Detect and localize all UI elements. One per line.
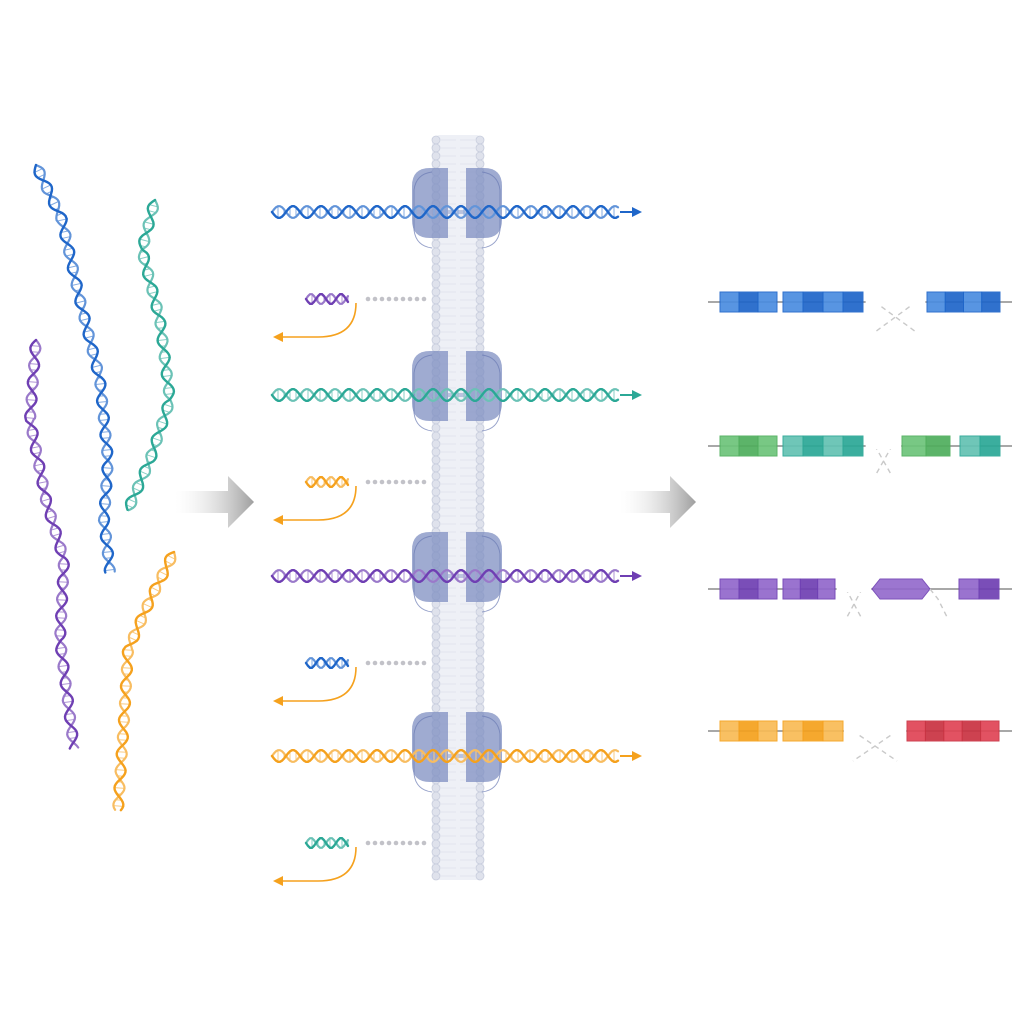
released-fragment-4 <box>273 837 427 886</box>
lane-strand-blue <box>270 205 620 219</box>
segment-block <box>944 291 964 313</box>
input-strands-panel <box>24 163 177 812</box>
flow-arrow-to-membrane <box>175 476 254 528</box>
nanopore-2 <box>412 351 502 432</box>
segment-block <box>738 291 759 313</box>
segment-block <box>782 291 804 313</box>
fragment-blue <box>304 657 350 669</box>
segment-block <box>959 435 981 457</box>
segment-row-2 <box>708 435 1012 477</box>
segment-block <box>817 578 836 600</box>
segment-block <box>924 720 945 742</box>
segment-block <box>802 435 824 457</box>
segment-block <box>738 578 759 600</box>
lane-strand-purple <box>270 569 620 583</box>
segment-block <box>738 435 759 457</box>
lane-strand-orange <box>270 749 620 763</box>
fragment-purple <box>304 293 350 305</box>
fragment-orange <box>304 476 350 488</box>
released-fragment-2 <box>273 476 427 525</box>
released-fragment-1 <box>273 293 427 342</box>
segment-block <box>978 578 1000 600</box>
segment-block <box>943 720 963 742</box>
segment-block <box>719 720 740 742</box>
strand-orange <box>112 550 177 812</box>
segment-block <box>738 720 759 742</box>
segment-block <box>757 435 778 457</box>
segment-block <box>802 720 824 742</box>
segment-block <box>901 435 927 457</box>
segment-block <box>981 291 1001 313</box>
segment-row-3 <box>708 578 1012 620</box>
segment-block <box>719 435 740 457</box>
segment-block <box>906 720 926 742</box>
segment-block <box>799 578 819 600</box>
segment-block <box>979 435 1001 457</box>
lane-4 <box>270 712 642 886</box>
lane-1 <box>270 168 642 342</box>
strand-teal <box>124 198 176 512</box>
nanopore-4 <box>412 712 502 793</box>
segment-block <box>961 720 982 742</box>
segment-block <box>963 291 983 313</box>
lane-3 <box>270 532 642 706</box>
segment-row-4 <box>708 720 1012 762</box>
segment-block <box>925 435 951 457</box>
lane-2 <box>270 351 642 525</box>
segment-block <box>802 291 824 313</box>
segment-block <box>822 291 844 313</box>
segment-block <box>782 578 801 600</box>
flow-arrow-to-segments <box>620 476 696 528</box>
segment-block <box>926 291 946 313</box>
segment-block <box>822 720 844 742</box>
strand-blue <box>33 163 116 574</box>
assembled-segments-panel <box>708 291 1012 762</box>
segment-block <box>842 435 864 457</box>
lane-strand-teal <box>270 388 620 402</box>
segment-block <box>958 578 980 600</box>
fragment-teal <box>304 837 350 849</box>
segment-block <box>822 435 844 457</box>
segment-block <box>719 578 740 600</box>
released-fragment-3 <box>273 657 427 706</box>
segment-block <box>782 720 804 742</box>
strand-purple <box>24 338 80 750</box>
segment-block <box>782 435 804 457</box>
segment-block <box>757 720 778 742</box>
translocation-lanes <box>270 168 642 886</box>
segment-block <box>757 578 778 600</box>
nanopore-3 <box>412 532 502 613</box>
segment-block <box>719 291 740 313</box>
segment-row-1 <box>708 291 1012 333</box>
segment-block <box>842 291 864 313</box>
segment-hex-block <box>871 578 931 600</box>
segment-block <box>980 720 1000 742</box>
segment-block <box>757 291 778 313</box>
